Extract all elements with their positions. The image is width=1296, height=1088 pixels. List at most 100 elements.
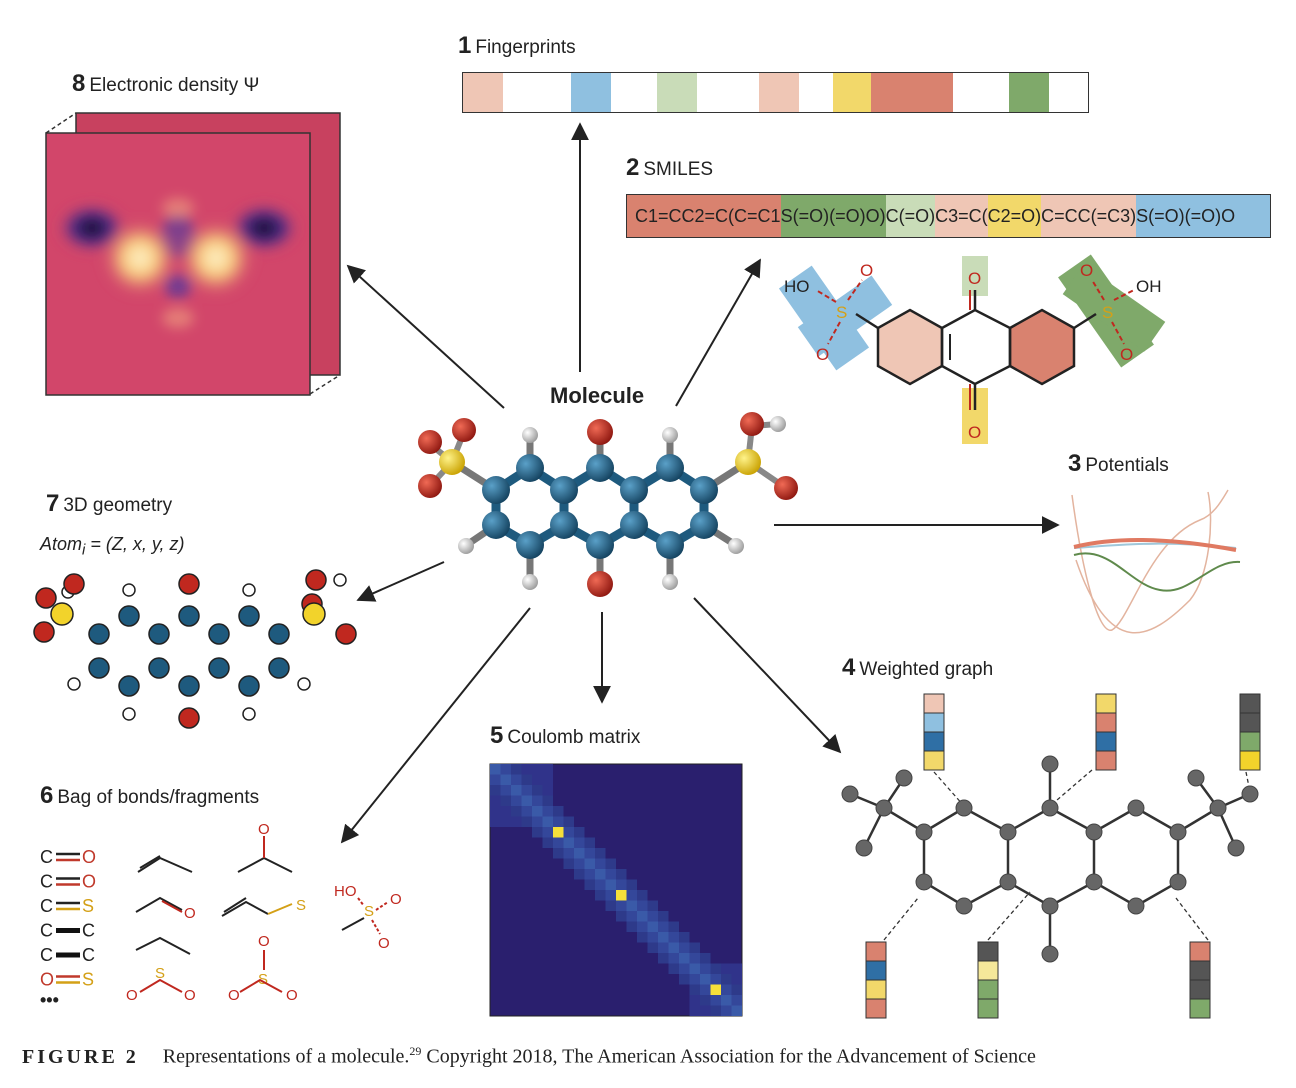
matrix-cell bbox=[668, 921, 679, 932]
carbon-atom bbox=[118, 675, 140, 697]
matrix-cell bbox=[689, 953, 700, 964]
smiles-segment: S(=O)(=O)O bbox=[1136, 195, 1270, 237]
figure-drawing: HO O S O O O O S OH O COCOCSCCCCOS•••OSO… bbox=[33, 112, 1261, 1019]
fingerprint-cell bbox=[503, 73, 571, 112]
matrix-cell bbox=[511, 764, 522, 775]
graph-node bbox=[1041, 799, 1059, 817]
smiles-oh-right: OH bbox=[1136, 277, 1162, 296]
fingerprint-cell bbox=[1049, 73, 1088, 112]
matrix-cell bbox=[668, 942, 679, 953]
bond-atom-label: O bbox=[82, 872, 96, 892]
matrix-cell bbox=[647, 911, 658, 922]
graph-node bbox=[999, 873, 1017, 891]
matrix-cell bbox=[521, 806, 532, 817]
matrix-cell bbox=[616, 900, 627, 911]
matrix-cell bbox=[658, 911, 669, 922]
fragment-atom-label: O bbox=[228, 987, 240, 1004]
matrix-cell bbox=[584, 869, 595, 880]
matrix-cell bbox=[679, 974, 690, 985]
fragment-atom-label: HO bbox=[334, 883, 357, 900]
matrix-cell bbox=[532, 774, 543, 785]
oxygen-atom bbox=[587, 571, 613, 597]
carbon-atom bbox=[516, 454, 544, 482]
matrix-cell bbox=[500, 806, 511, 817]
matrix-cell bbox=[679, 953, 690, 964]
graph-link bbox=[987, 891, 1031, 941]
carbon-atom bbox=[238, 675, 260, 697]
matrix-cell bbox=[574, 869, 585, 880]
matrix-cell bbox=[500, 785, 511, 796]
matrix-cell bbox=[500, 774, 511, 785]
matrix-cell bbox=[542, 795, 553, 806]
matrix-cell bbox=[658, 932, 669, 943]
matrix-cell-highlight bbox=[616, 890, 627, 901]
matrix-cell bbox=[584, 837, 595, 848]
matrix-cell bbox=[637, 921, 648, 932]
matrix-cell bbox=[563, 837, 574, 848]
graph-node bbox=[895, 769, 913, 787]
fragment-atom-label: O bbox=[184, 905, 196, 922]
fingerprint-cell bbox=[799, 73, 833, 112]
oxygen-atom bbox=[35, 587, 57, 609]
bond-atom-label: C bbox=[40, 896, 53, 916]
3d-geometry-atoms bbox=[33, 569, 357, 729]
matrix-cell bbox=[710, 974, 721, 985]
matrix-cell bbox=[542, 806, 553, 817]
graph-node bbox=[999, 823, 1017, 841]
matrix-cell bbox=[731, 995, 742, 1006]
molecule-title: Molecule bbox=[550, 383, 645, 408]
matrix-cell bbox=[721, 995, 732, 1006]
carbon-atom bbox=[148, 623, 170, 645]
matrix-cell bbox=[553, 806, 564, 817]
matrix-cell bbox=[668, 932, 679, 943]
matrix-cell bbox=[658, 942, 669, 953]
matrix-cell bbox=[553, 816, 564, 827]
matrix-cell bbox=[490, 774, 501, 785]
matrix-cell bbox=[626, 911, 637, 922]
hydrogen-atom bbox=[122, 583, 136, 597]
fingerprint-cell bbox=[657, 73, 697, 112]
matrix-cell bbox=[521, 774, 532, 785]
graph-node bbox=[1085, 823, 1103, 841]
smiles-segment: S(=O)(=O)O) bbox=[780, 195, 886, 237]
carbon-atom bbox=[88, 657, 110, 679]
smiles-o: O bbox=[1120, 345, 1133, 364]
central-molecule bbox=[418, 412, 798, 597]
bond-atom-label: O bbox=[40, 970, 54, 990]
graph-node bbox=[955, 799, 973, 817]
matrix-cell bbox=[626, 900, 637, 911]
oxygen-atom bbox=[33, 621, 55, 643]
graph-link bbox=[1175, 897, 1209, 941]
carbon-atom bbox=[620, 511, 648, 539]
carbon-atom bbox=[690, 511, 718, 539]
matrix-cell bbox=[574, 858, 585, 869]
matrix-cell bbox=[595, 858, 606, 869]
bond-atom-label: C bbox=[40, 921, 53, 941]
sulfur-atom bbox=[735, 449, 761, 475]
feature-vector-cell bbox=[865, 979, 887, 1000]
smiles-o: O bbox=[1080, 261, 1093, 280]
graph-link bbox=[883, 897, 919, 941]
matrix-cell bbox=[700, 1005, 711, 1016]
graph-node bbox=[1241, 785, 1259, 803]
matrix-cell bbox=[637, 911, 648, 922]
fragment-atom-label: O bbox=[378, 935, 390, 952]
graph-node bbox=[1227, 839, 1245, 857]
matrix-cell bbox=[605, 858, 616, 869]
matrix-cell bbox=[521, 816, 532, 827]
feature-vector-cell bbox=[1095, 750, 1117, 771]
sulfur-atom bbox=[50, 602, 74, 626]
feature-vector-cell bbox=[1189, 998, 1211, 1019]
matrix-cell bbox=[616, 911, 627, 922]
hydrogen-atom bbox=[122, 707, 136, 721]
feature-vector-cell bbox=[923, 731, 945, 752]
graph-node bbox=[915, 873, 933, 891]
matrix-cell bbox=[521, 764, 532, 775]
fingerprint-bar bbox=[462, 72, 1089, 113]
matrix-cell bbox=[574, 837, 585, 848]
carbon-atom bbox=[88, 623, 110, 645]
matrix-cell bbox=[605, 890, 616, 901]
bond-atom-label: S bbox=[82, 970, 94, 990]
fragment-atom-label: S bbox=[296, 897, 306, 914]
